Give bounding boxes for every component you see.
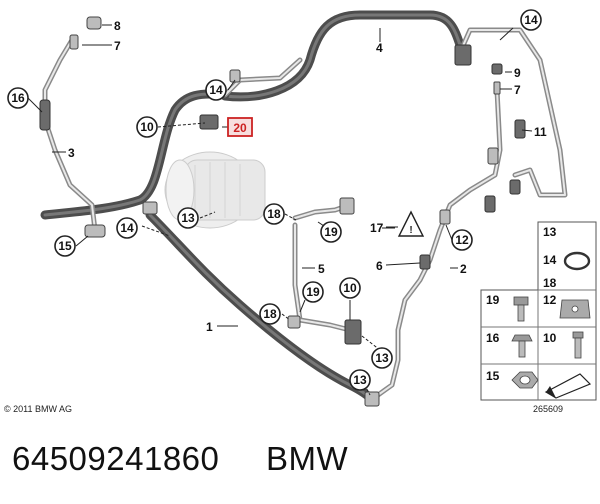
arrow-icon <box>544 373 592 399</box>
callout-20-box <box>227 117 253 137</box>
sensor-part-20 <box>199 114 219 130</box>
warning-triangle-mark: ! <box>409 225 412 236</box>
callout-6: 6 <box>376 259 383 273</box>
callout-18-lower: 18 <box>263 307 277 321</box>
callout-18-upper: 18 <box>267 207 281 221</box>
callout-17: 17 <box>370 221 384 235</box>
legend-num-18: 18 <box>543 276 557 290</box>
fitting-part-12 <box>439 209 451 225</box>
screw-icon-16 <box>511 334 533 358</box>
bracket-part-14-right <box>454 44 472 66</box>
legend-num-14: 14 <box>543 253 557 267</box>
callout-13-upper: 13 <box>181 211 195 225</box>
bolt-icon-10 <box>572 331 584 359</box>
legend-num-12: 12 <box>543 293 557 307</box>
callout-3: 3 <box>68 146 75 160</box>
callout-7-right: 7 <box>514 83 521 97</box>
callout-16: 16 <box>11 91 25 105</box>
callout-13-middle: 13 <box>375 351 389 365</box>
callout-9: 9 <box>514 66 521 80</box>
callouts: 8 7 16 3 15 14 13 10 20 14 4 14 9 7 <box>7 9 547 391</box>
fitting-part-14-left <box>142 201 158 215</box>
fitting-right-pipe <box>487 147 499 165</box>
callout-19-lower: 19 <box>306 285 320 299</box>
fitting-part-18-lower <box>287 315 301 329</box>
clip-icon-12 <box>559 299 591 319</box>
callout-1: 1 <box>206 320 213 334</box>
callout-5: 5 <box>318 262 325 276</box>
cap-part-8 <box>86 16 102 30</box>
warning-triangle-icon <box>397 210 425 237</box>
fitting-part-14-top <box>229 69 241 83</box>
callout-13-lower: 13 <box>353 373 367 387</box>
cap-part-9 <box>491 63 503 75</box>
bolt-icon-19 <box>513 296 529 322</box>
clamp-part-16 <box>39 99 51 131</box>
legend-num-15: 15 <box>486 369 500 383</box>
brand-name: BMW <box>266 440 349 477</box>
part-number: 64509241860 <box>12 440 220 477</box>
small-parts: ! <box>39 16 526 407</box>
valve-part-7-right <box>493 81 501 95</box>
clamp-part-10-lower <box>344 319 362 345</box>
diagram-code: 265609 <box>533 404 564 414</box>
callout-11: 11 <box>534 125 547 139</box>
callout-8: 8 <box>114 19 121 33</box>
callout-14-top: 14 <box>209 83 223 97</box>
fitting-right-pipe-3 <box>509 179 521 195</box>
legend-num-13: 13 <box>543 225 557 239</box>
legend-num-10: 10 <box>543 331 557 345</box>
parts-diagram: ! 8 7 <box>7 9 597 407</box>
callout-20: 20 <box>233 121 247 135</box>
callout-14-left: 14 <box>120 221 134 235</box>
sensor-part-11 <box>514 119 526 139</box>
callout-12: 12 <box>455 233 469 247</box>
callout-19-upper: 19 <box>324 225 338 239</box>
callout-2: 2 <box>460 262 467 276</box>
bracket-part-15 <box>84 224 106 238</box>
legend-panel: 13 14 18 19 12 16 10 15 <box>480 221 597 401</box>
callout-10-upper: 10 <box>140 120 154 134</box>
callout-10-lower: 10 <box>343 281 357 295</box>
callout-4: 4 <box>376 41 383 55</box>
fitting-part-19-top <box>339 197 355 215</box>
fitting-part-13-lower <box>364 391 380 407</box>
copyright-text: © 2011 BMW AG <box>4 404 72 414</box>
switch-part-6 <box>419 254 431 270</box>
valve-part-7-left <box>69 34 79 50</box>
fitting-right-pipe-2 <box>484 195 496 213</box>
compressor <box>164 151 266 229</box>
legend-num-19: 19 <box>486 293 500 307</box>
o-ring-icon <box>563 251 591 271</box>
callout-7-left: 7 <box>114 39 121 53</box>
callout-14-right: 14 <box>524 13 538 27</box>
legend-num-16: 16 <box>486 331 500 345</box>
callout-15: 15 <box>58 239 72 253</box>
nut-icon-15 <box>511 371 539 389</box>
